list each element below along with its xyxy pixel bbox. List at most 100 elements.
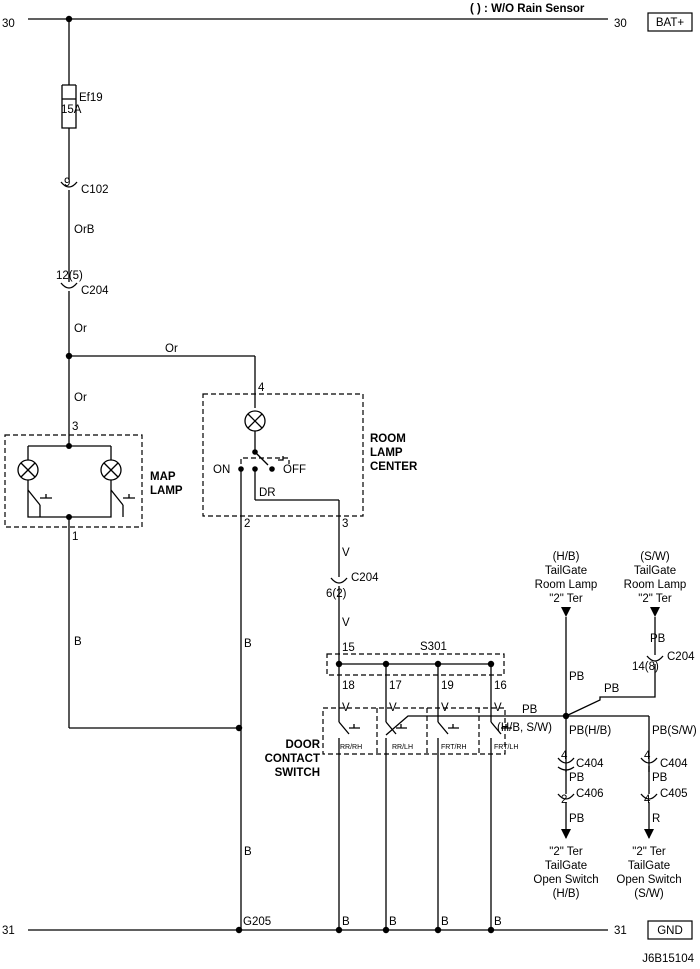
fuse-rating: 15A	[61, 104, 82, 116]
hb-open-ref-1: "2" Ter	[549, 846, 583, 858]
c404-left-pin: 4	[561, 750, 568, 762]
g205-junction	[235, 926, 243, 934]
hb-open-ref-2: TailGate	[545, 860, 587, 872]
connector-c406	[557, 793, 575, 800]
hb-room-ref-3: Room Lamp	[535, 579, 598, 591]
connector-c102	[60, 181, 78, 188]
map-lamp-label-2: LAMP	[150, 485, 183, 497]
room-lamp-pin-3: 3	[342, 518, 348, 530]
room-switch-on-label: ON	[213, 464, 230, 476]
sw-open-ref-4: (S/W)	[634, 888, 664, 900]
room-lamp-label-1: ROOM	[370, 433, 406, 445]
c404-right-label: C404	[660, 758, 688, 770]
orb-wire-label: OrB	[74, 224, 95, 236]
v-wire-label-1: V	[342, 547, 350, 559]
map-lamp-box	[4, 434, 143, 528]
pb-wire-label-7: PB	[652, 772, 668, 784]
room-dr-wire-label: DR	[259, 487, 276, 499]
s301-pin-16: 16	[494, 680, 507, 692]
s301-pin-19: 19	[441, 680, 454, 692]
gnd-box	[647, 920, 693, 940]
hb-room-ref-4: "2" Ter	[549, 593, 583, 605]
connector-c204-mid	[330, 577, 348, 584]
pb-hb-sw-label: (H/B, S/W)	[497, 722, 552, 734]
r-wire-label: R	[652, 813, 660, 825]
door-switch-rr-lh-icon	[385, 664, 407, 930]
v-wire-label-3: V	[342, 702, 350, 714]
hb-room-ref-1: (H/B)	[553, 551, 580, 563]
rain-sensor-note: ( ) : W/O Rain Sensor	[470, 3, 585, 15]
connector-c405	[640, 793, 658, 800]
bat-plus-label: BAT+	[656, 17, 685, 29]
door-switch-frt-lh-label: FRT/LH	[494, 744, 518, 751]
gnd-wire-label-4: B	[494, 916, 502, 928]
map-lamp-label-1: MAP	[150, 471, 176, 483]
gnd-node-16	[487, 926, 495, 934]
bat-rail-right-label: 30	[614, 18, 627, 30]
fuse-name: Ef19	[79, 92, 103, 104]
v-wire-label-2: V	[342, 617, 350, 629]
splice-s301-box	[326, 653, 505, 676]
pb-sw-link	[565, 664, 656, 717]
c204-mid-label: C204	[351, 572, 379, 584]
room-lamp-box	[202, 393, 364, 517]
hb-room-ref-2: TailGate	[545, 565, 587, 577]
door-switch-box	[322, 707, 506, 755]
hb-open-arrow-icon	[561, 829, 571, 839]
room-lamp-bulb-icon	[244, 410, 266, 432]
map-lamp-right-switch-icon	[110, 480, 135, 517]
room-lamp-pin-4: 4	[258, 382, 265, 394]
sw-room-ref-1: (S/W)	[640, 551, 670, 563]
gnd-label: GND	[657, 925, 683, 937]
c204-right-label: C204	[667, 651, 695, 663]
gnd-node-17	[382, 926, 390, 934]
sw-room-ref-2: TailGate	[634, 565, 676, 577]
sw-open-ref-1: "2" Ter	[632, 846, 666, 858]
s301-pin-15: 15	[342, 642, 355, 654]
map-room-ground-junction	[235, 724, 243, 732]
sw-room-ref-3: Room Lamp	[624, 579, 687, 591]
sw-open-ref-3: Open Switch	[616, 874, 681, 886]
room-switch-off-label: OFF	[283, 464, 306, 476]
map-lamp-pin-3: 3	[72, 421, 78, 433]
hb-open-ref-4: (H/B)	[553, 888, 580, 900]
pb-wire-to-tailgate	[385, 715, 566, 736]
or-wire-label-1: Or	[74, 323, 87, 335]
pb-wire-label-2: PB	[569, 671, 585, 683]
room-lamp-label-2: LAMP	[370, 447, 403, 459]
splice-s301-label: S301	[420, 641, 447, 653]
connector-c404-left	[557, 757, 575, 764]
pb-wire-label-4: PB	[604, 683, 620, 695]
connector-c204-right	[646, 655, 664, 662]
door-switch-frt-lh-icon	[490, 664, 512, 930]
gnd-node-18	[335, 926, 343, 934]
v-wire-label-6: V	[494, 702, 502, 714]
pb-wire-label-6: PB	[569, 813, 585, 825]
c406-label: C406	[576, 788, 604, 800]
gnd-wire-label-1: B	[342, 916, 350, 928]
pb-wire-label-3: PB	[650, 633, 666, 645]
or-branch-label: Or	[165, 343, 178, 355]
room-ground-wire-label: B	[244, 638, 252, 650]
c404-left-label: C404	[576, 758, 604, 770]
gnd-node-19	[434, 926, 442, 934]
door-switch-rr-lh-label: RR/LH	[392, 744, 413, 751]
c204-right-pin: 14(8)	[632, 661, 659, 673]
sw-room-ref-4: "2" Ter	[638, 593, 672, 605]
connector-c404-right	[640, 757, 658, 764]
bat-rail-left-label: 30	[2, 18, 15, 30]
door-switch-label-2: CONTACT	[265, 753, 320, 765]
s301-pin-18: 18	[342, 680, 355, 692]
sw-open-ref-2: TailGate	[628, 860, 670, 872]
diagram-code: J6B15104	[642, 953, 694, 965]
hb-open-ref-3: Open Switch	[533, 874, 598, 886]
room-lamp-pin-2: 2	[244, 518, 250, 530]
c204-top-label: C204	[81, 285, 109, 297]
hb-room-arrow-icon	[561, 607, 571, 617]
map-lamp-left-switch-icon	[27, 480, 52, 517]
c204-top-pin: 12(5)	[56, 270, 83, 282]
ground-g205-label: G205	[243, 916, 271, 928]
gnd-rail-right-label: 31	[614, 925, 627, 937]
sw-open-arrow-icon	[644, 829, 654, 839]
